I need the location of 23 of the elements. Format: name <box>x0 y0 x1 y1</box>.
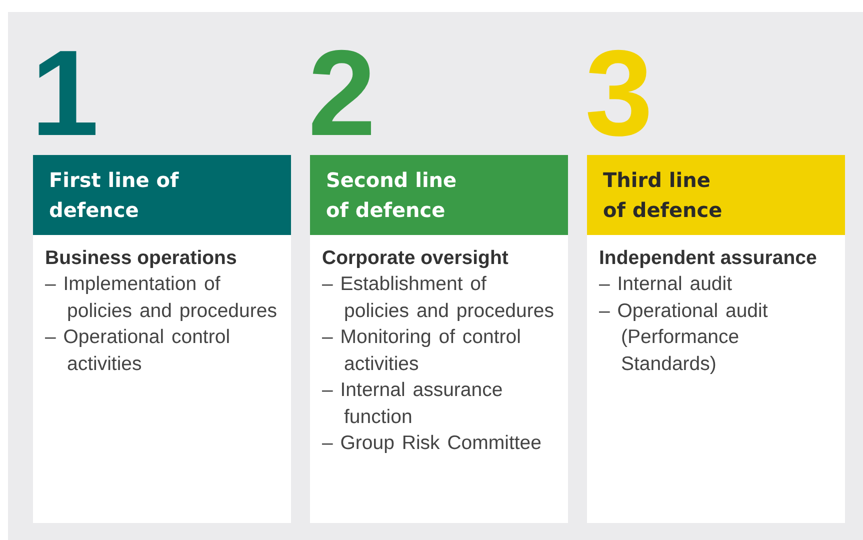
content-box <box>33 235 291 523</box>
list-item: – Operational control activities <box>45 325 232 376</box>
list-item: – Implementation of policies and procedures <box>45 272 278 324</box>
content-heading: Business operations <box>45 246 238 271</box>
column-number: 2 <box>308 32 376 154</box>
header-title: Second line of defence <box>326 167 458 224</box>
column-number: 1 <box>31 32 99 154</box>
header-box <box>587 155 845 235</box>
content-heading: Corporate oversight <box>322 246 510 271</box>
list-item: – Group Risk Committee <box>322 431 542 456</box>
list-item: – Operational audit (Performance Standards) <box>599 298 769 376</box>
header-box <box>33 155 291 235</box>
header-box <box>310 155 568 235</box>
content-box <box>587 235 845 523</box>
header-title: Third line of defence <box>603 167 724 224</box>
list-item: – Internal assurance function <box>322 378 504 430</box>
column-number: 3 <box>585 32 653 154</box>
list-item: – Monitoring of control activities <box>322 325 522 376</box>
list-item: – Establishment of policies and procedures <box>322 272 555 324</box>
list-item: – Internal audit <box>599 272 734 297</box>
content-box <box>310 235 568 523</box>
header-title: First line of defence <box>49 167 180 224</box>
content-heading: Independent assurance <box>599 246 818 271</box>
